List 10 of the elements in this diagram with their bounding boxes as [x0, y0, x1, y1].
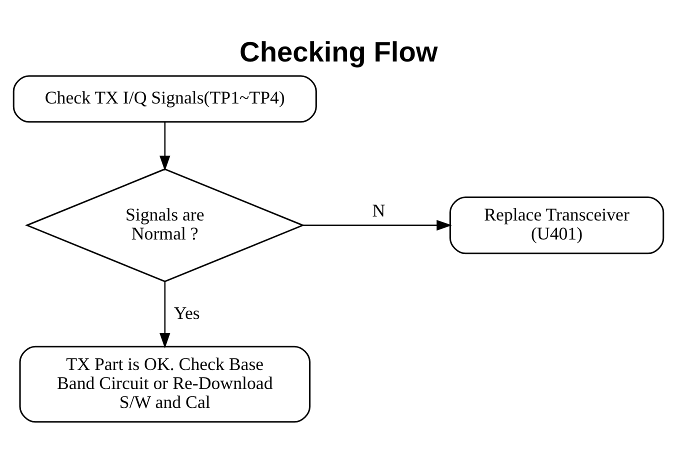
arrow	[160, 282, 170, 348]
node-box: Check TX I/Q Signals(TP1~TP4)	[12, 75, 317, 123]
arrow	[303, 220, 452, 231]
node-box: Replace Transceiver (U401)	[449, 196, 664, 254]
node-box: TX Part is OK. Check Base Band Circuit or Re-Download S/W and Cal	[19, 346, 311, 423]
edge-label: Yes	[174, 302, 200, 323]
node-diamond: Signals are Normal ?	[25, 168, 305, 282]
edge-label: N	[372, 200, 386, 221]
arrow	[160, 122, 170, 172]
diagram-title: Checking Flow	[240, 36, 438, 68]
